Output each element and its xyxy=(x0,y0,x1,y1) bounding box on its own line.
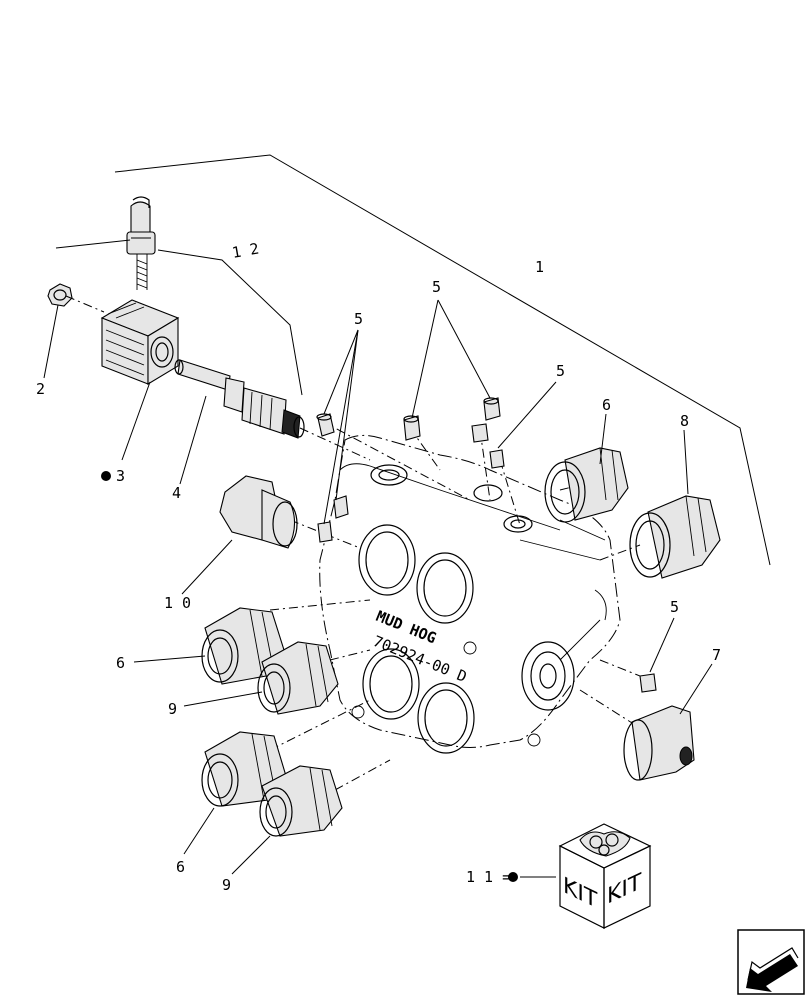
callout-8: 8 xyxy=(680,412,689,430)
callout-6-middle: 6 xyxy=(116,654,125,672)
plug-5-e xyxy=(489,449,505,469)
callout-5-lower: 5 xyxy=(670,598,679,616)
callout-9-middle: 9 xyxy=(168,700,177,718)
callout-1: 1 xyxy=(535,258,544,276)
callout-12: 1 2 xyxy=(231,240,261,262)
solenoid-connector xyxy=(126,196,156,290)
fitting-item-9-lower xyxy=(259,765,343,837)
fitting-item-8 xyxy=(629,495,721,579)
plug-5-h xyxy=(639,673,657,693)
callout-6-upper: 6 xyxy=(602,396,611,414)
callout-9-lower: 9 xyxy=(222,876,231,894)
kit-label-left: KIT xyxy=(563,872,598,915)
callout-labels: 1 1 2 2 3 4 5 5 5 5 6 6 6 7 8 9 9 1 0 1 … xyxy=(36,240,721,894)
callout-3: 3 xyxy=(116,467,125,485)
plug-5-f xyxy=(333,495,349,519)
nav-arrow-button[interactable] xyxy=(737,929,805,995)
item3-bullet-icon xyxy=(101,471,111,481)
plug-5-c xyxy=(483,397,501,421)
arrow-bottom-left-icon xyxy=(746,947,799,992)
callout-4: 4 xyxy=(172,484,181,502)
plug-5-b xyxy=(403,415,421,441)
fitting-item-9-middle xyxy=(257,641,339,715)
fitting-item-6-upper xyxy=(544,447,629,523)
plugs-item-5 xyxy=(316,397,657,693)
kit-bullet-icon xyxy=(508,872,518,882)
callout-5-top: 5 xyxy=(432,278,441,296)
kit-label-right: KIT xyxy=(607,869,642,910)
hex-plug-item-10 xyxy=(219,475,298,549)
callout-6-lower: 6 xyxy=(176,858,185,876)
callout-5-right: 5 xyxy=(556,362,565,380)
callout-10: 1 0 xyxy=(164,594,191,612)
callout-7: 7 xyxy=(712,646,721,664)
kit-box-icon: KIT KIT xyxy=(558,823,652,929)
callout-5-left: 5 xyxy=(354,310,363,328)
solenoid-coil xyxy=(100,299,180,385)
fitting-item-7 xyxy=(623,705,695,781)
cartridge-valve-item-4 xyxy=(174,359,305,439)
leader-lines xyxy=(43,239,713,878)
callout-11: 1 1 = xyxy=(466,868,511,886)
callout-2: 2 xyxy=(36,380,45,398)
plug-5-a xyxy=(316,413,335,437)
plug-5-d xyxy=(471,423,489,443)
assembly-bracket-item-1 xyxy=(114,154,771,566)
hex-nut-item-2 xyxy=(47,283,73,307)
plug-5-g xyxy=(317,521,333,543)
